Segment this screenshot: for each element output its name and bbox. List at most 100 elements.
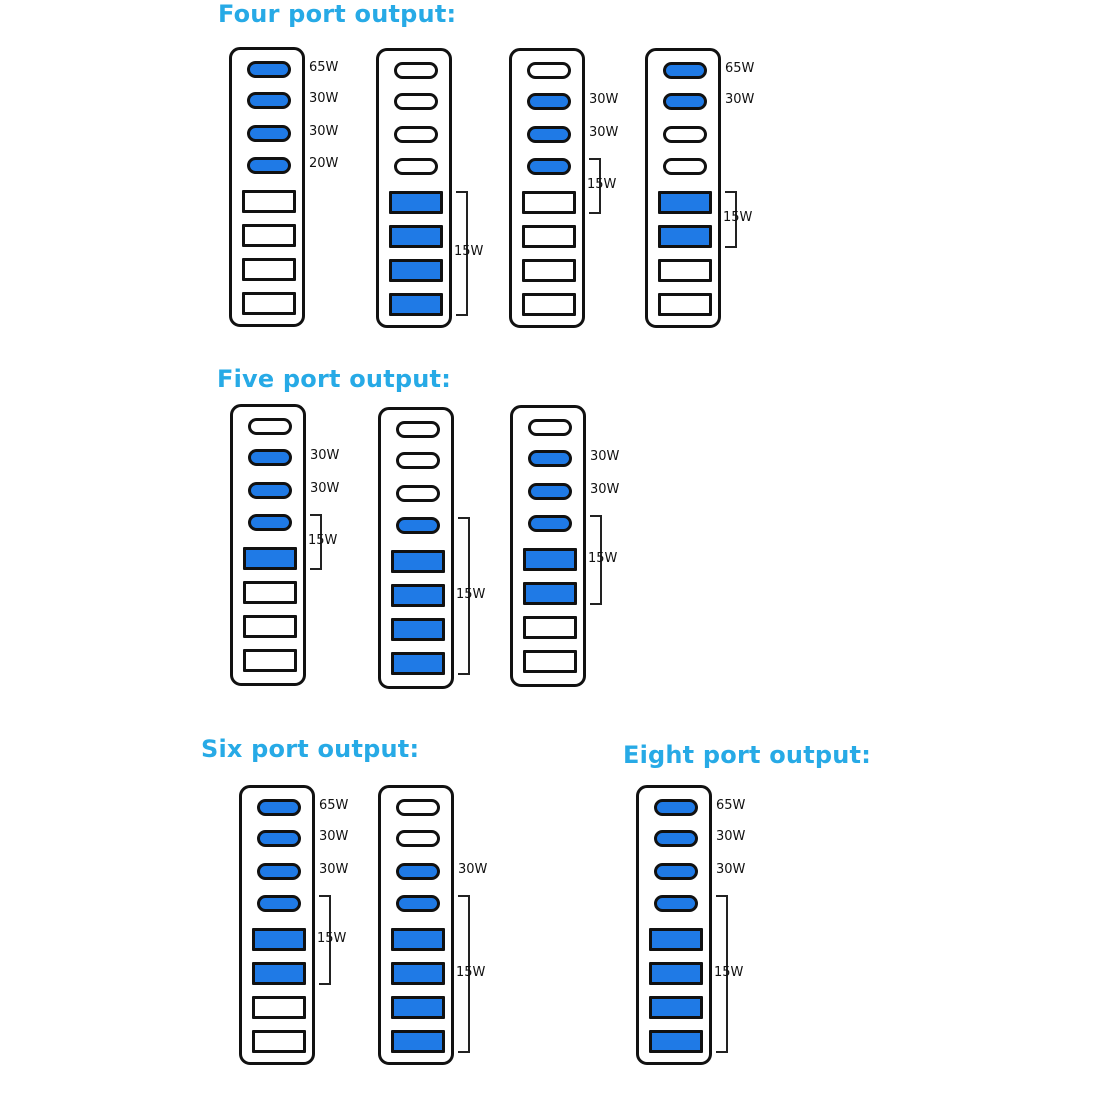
usb-a-port-8-inactive — [243, 648, 297, 672]
usb-a-port-7-inactive — [522, 258, 576, 282]
usb-c-port-2-active — [654, 829, 698, 847]
five-port-hub-2 — [378, 407, 454, 689]
usb-a-port-6-inactive — [242, 223, 296, 247]
usb-a-port-6-active — [391, 961, 445, 985]
usb-c-port-3-active — [527, 125, 571, 143]
usb-c-port-4-active — [247, 156, 291, 174]
wattage-label: 30W — [590, 482, 620, 497]
usb-a-port-7-inactive — [243, 614, 297, 638]
usb-c-port-3-inactive — [663, 125, 707, 143]
usb-a-port-7-active — [649, 995, 703, 1019]
usb-c-port-4-active — [396, 894, 440, 912]
usb-c-port-2-inactive — [394, 92, 438, 110]
usb-c-port-3-active — [257, 862, 301, 880]
usb-c-port-4-inactive — [663, 157, 707, 175]
port-group-bracket — [310, 513, 322, 570]
usb-c-port-2-active — [257, 829, 301, 847]
usb-c-port-3-active — [248, 481, 292, 499]
usb-a-port-6-active — [658, 224, 712, 248]
wattage-label: 65W — [725, 61, 755, 76]
wattage-label: 15W — [456, 586, 486, 602]
four-port-hub-2 — [376, 48, 452, 328]
wattage-label: 65W — [309, 60, 339, 75]
usb-a-port-6-inactive — [522, 224, 576, 248]
usb-a-port-8-inactive — [522, 292, 576, 316]
six-port-hub-1 — [239, 785, 315, 1065]
port-group-bracket — [458, 516, 470, 675]
usb-a-port-5-active — [658, 190, 712, 214]
five-port-output-title: Five port output: — [217, 365, 452, 393]
wattage-label: 65W — [319, 798, 349, 813]
wattage-label: 30W — [319, 862, 349, 877]
usb-a-port-5-active — [391, 927, 445, 951]
usb-a-port-5-active — [523, 547, 577, 571]
usb-c-port-4-active — [527, 157, 571, 175]
usb-a-port-7-inactive — [658, 258, 712, 282]
usb-c-port-1-inactive — [396, 798, 440, 816]
usb-c-port-2-inactive — [396, 829, 440, 847]
usb-c-port-3-active — [247, 124, 291, 142]
usb-c-port-1-active — [663, 61, 707, 79]
usb-a-port-7-active — [391, 617, 445, 641]
usb-a-port-7-active — [391, 995, 445, 1019]
port-group-bracket — [589, 157, 601, 214]
usb-a-port-7-inactive — [242, 257, 296, 281]
usb-a-port-5-inactive — [242, 189, 296, 213]
usb-c-port-1-inactive — [528, 418, 572, 436]
four-port-output-title: Four port output: — [218, 0, 457, 28]
usb-c-port-1-inactive — [396, 420, 440, 438]
usb-a-port-7-active — [389, 258, 443, 282]
wattage-label: 30W — [589, 125, 619, 140]
wattage-label: 30W — [716, 862, 746, 877]
usb-a-port-8-active — [391, 1029, 445, 1053]
usb-a-port-6-active — [523, 581, 577, 605]
wattage-label: 15W — [456, 964, 486, 980]
usb-a-port-6-inactive — [243, 580, 297, 604]
usb-a-port-5-active — [389, 190, 443, 214]
usb-a-port-5-active — [649, 927, 703, 951]
usb-a-port-8-inactive — [252, 1029, 306, 1053]
usb-c-port-4-active — [654, 894, 698, 912]
usb-c-port-4-inactive — [394, 157, 438, 175]
usb-a-port-5-active — [252, 927, 306, 951]
usb-c-port-1-active — [654, 798, 698, 816]
usb-a-port-6-active — [391, 583, 445, 607]
usb-c-port-1-active — [257, 798, 301, 816]
usb-c-port-3-inactive — [394, 125, 438, 143]
usb-c-port-2-active — [248, 448, 292, 466]
wattage-label: 30W — [458, 862, 488, 877]
usb-a-port-5-inactive — [522, 190, 576, 214]
usb-c-port-1-inactive — [394, 61, 438, 79]
wattage-label: 30W — [716, 829, 746, 844]
wattage-label: 30W — [590, 449, 620, 464]
usb-c-port-4-active — [528, 514, 572, 532]
wattage-label: 15W — [454, 244, 484, 259]
usb-c-port-3-active — [528, 482, 572, 500]
wattage-label: 30W — [589, 92, 619, 107]
wattage-label: 30W — [310, 448, 340, 463]
usb-a-port-8-active — [389, 292, 443, 316]
port-group-bracket — [590, 514, 602, 605]
eight-port-output-title: Eight port output: — [623, 741, 872, 769]
usb-a-port-8-inactive — [523, 649, 577, 673]
wattage-label: 20W — [309, 156, 339, 171]
wattage-label: 30W — [309, 91, 339, 106]
wattage-label: 15W — [588, 550, 618, 566]
usb-a-port-6-active — [389, 224, 443, 248]
usb-a-port-7-inactive — [523, 615, 577, 639]
usb-c-port-3-inactive — [396, 484, 440, 502]
usb-c-port-4-active — [257, 894, 301, 912]
usb-a-port-8-inactive — [242, 291, 296, 315]
usb-a-port-8-inactive — [658, 292, 712, 316]
port-group-bracket — [458, 894, 470, 1053]
four-port-hub-4 — [645, 48, 721, 328]
usb-a-port-6-active — [649, 961, 703, 985]
usb-a-port-8-active — [391, 651, 445, 675]
usb-a-port-5-active — [243, 546, 297, 570]
wattage-label: 15W — [714, 964, 744, 980]
four-port-hub-1 — [229, 47, 305, 327]
four-port-hub-3 — [509, 48, 585, 328]
wattage-label: 15W — [587, 176, 617, 192]
usb-a-port-6-active — [252, 961, 306, 985]
